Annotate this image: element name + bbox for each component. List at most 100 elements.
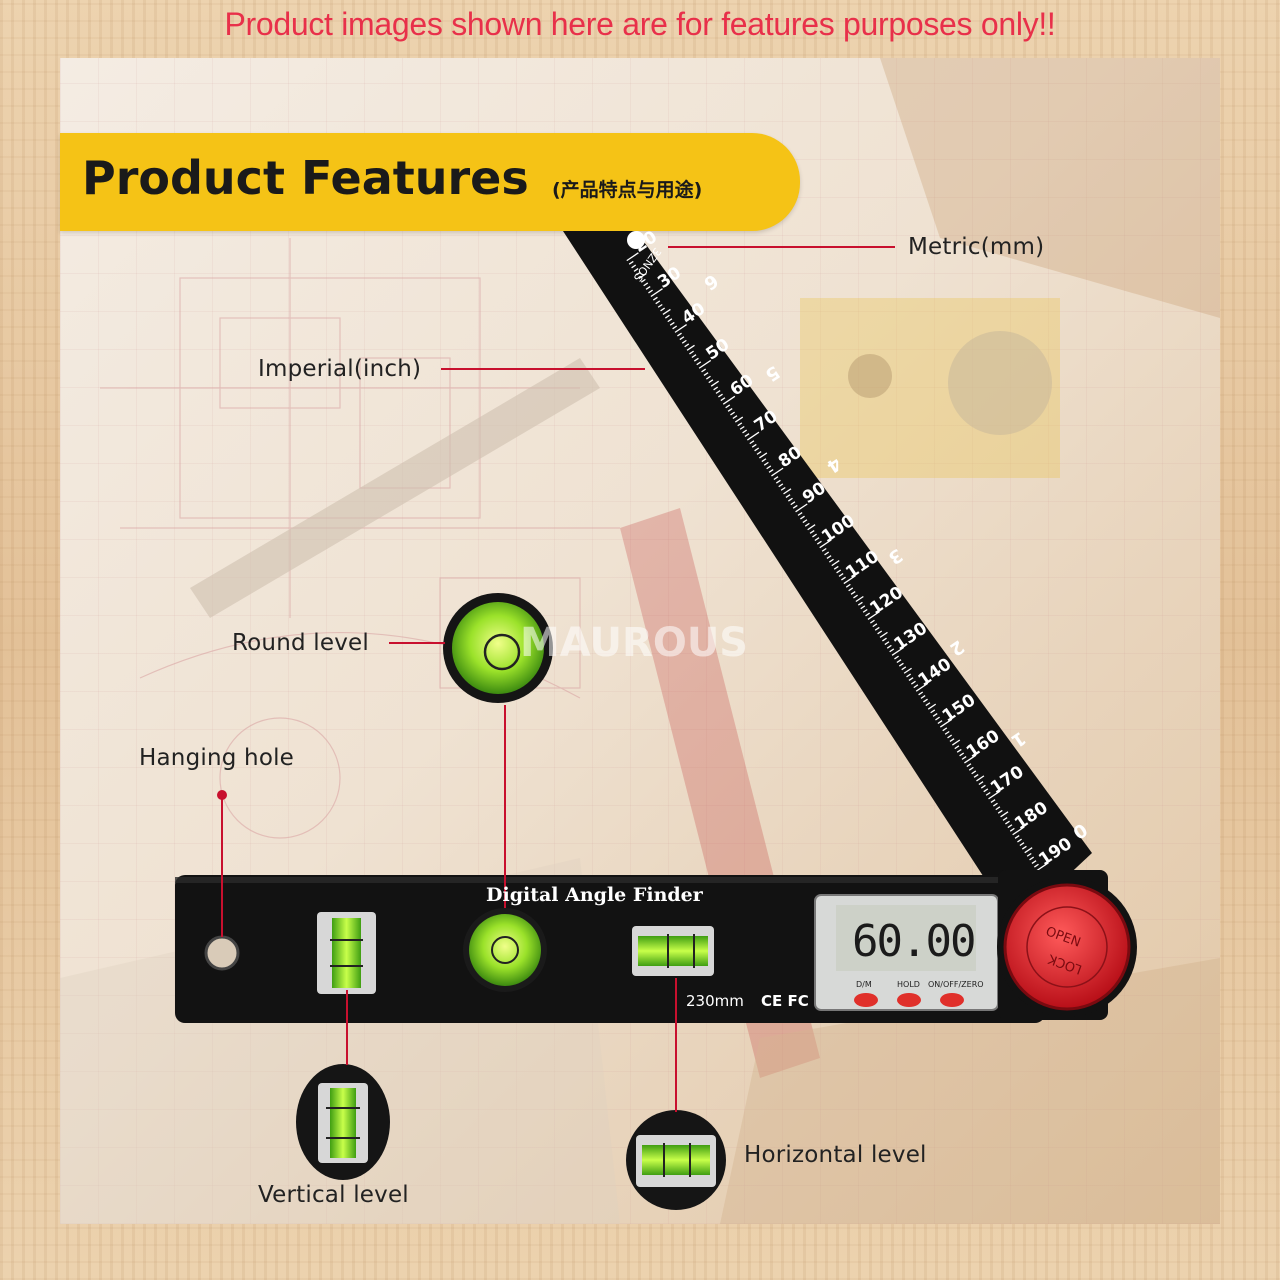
ruler-tick: [737, 422, 743, 427]
ruler-tick: [720, 397, 726, 402]
ruler-tick: [809, 529, 815, 534]
vertical-vial: [317, 912, 376, 994]
ruler-tick: [643, 282, 649, 287]
ruler-tick: [1002, 817, 1008, 821]
ruler-tick: [886, 644, 892, 649]
ruler-tick: [1029, 856, 1035, 861]
ruler-tick: [821, 547, 827, 552]
ruler-tick: [727, 407, 733, 412]
imperial-label: Imperial(inch): [258, 356, 422, 382]
horizontal-vial: [632, 926, 714, 976]
watermark: MAUROUS: [520, 620, 749, 666]
ruler-tick: [923, 698, 928, 703]
ruler-tick: [636, 271, 641, 276]
ruler-tick: [985, 791, 991, 796]
ruler-tick: [853, 594, 858, 599]
ruler-tick: [1012, 826, 1025, 836]
ruler-tick: [1017, 838, 1022, 843]
inch-scale-label: 2: [946, 635, 968, 659]
ruler-tick: [997, 809, 1003, 814]
ruler-tick: [693, 357, 699, 362]
ruler-tick: [722, 395, 736, 405]
ruler-arm: [563, 231, 1092, 925]
ruler-tick: [939, 718, 953, 728]
ruler-tick: [761, 458, 767, 463]
disclaimer-notice: Product images shown here are for featur…: [224, 6, 1056, 42]
ruler-tick: [956, 748, 962, 753]
ruler-tick: [915, 682, 929, 692]
ruler-tick: [1014, 834, 1020, 839]
ruler-tick: [877, 630, 883, 635]
inch-scale-label: 5: [761, 361, 783, 385]
ruler-tick: [816, 540, 822, 545]
ruler-tick: [732, 415, 738, 420]
ruler-tick: [648, 289, 653, 294]
tool-length: 230mm: [686, 992, 744, 1010]
ruler-tick: [713, 386, 719, 391]
ruler-tick: [869, 619, 875, 624]
button-dm-label: D/M: [856, 980, 872, 989]
ruler-tick: [775, 479, 781, 484]
ruler-tick: [966, 763, 972, 768]
ruler-tick: [980, 784, 986, 789]
ruler-tick: [768, 468, 774, 473]
ruler-tick: [759, 452, 768, 459]
inch-scale-label: 4: [823, 452, 845, 476]
ruler-tick: [778, 483, 784, 488]
ruler-tick: [626, 252, 639, 262]
ruler-tick: [804, 522, 810, 527]
ruler-tick: [841, 576, 846, 581]
ruler-tick: [773, 476, 779, 481]
ruler-tick: [679, 336, 685, 341]
round-level-zoom: [443, 593, 553, 703]
ruler-tick: [751, 443, 757, 448]
ruler-tick: [766, 465, 772, 470]
ruler-tick: [640, 278, 646, 283]
ruler-tick: [833, 565, 839, 570]
ruler-tick: [920, 695, 926, 699]
ruler-tick: [628, 260, 634, 265]
metric-label: Metric(mm): [908, 234, 1045, 260]
ruler-tick: [749, 440, 755, 445]
ruler-tick: [913, 684, 919, 689]
ruler-tick: [684, 343, 690, 348]
lcd-display: [814, 894, 999, 1011]
ruler-tick: [927, 703, 937, 710]
button-hold-label: HOLD: [897, 980, 920, 989]
ruler-tick: [951, 739, 961, 746]
ruler-tick: [898, 662, 904, 667]
ruler-tick: [652, 296, 658, 301]
ruler-tick: [669, 321, 675, 326]
ruler-tick: [795, 503, 808, 513]
vertical-level-label: Vertical level: [258, 1182, 409, 1208]
ruler-tick: [906, 673, 912, 678]
lock-knob: [997, 870, 1137, 1020]
ruler-tick: [848, 587, 854, 592]
ruler-tick: [802, 519, 808, 524]
ruler-tick: [645, 285, 651, 290]
ruler-tick: [734, 416, 744, 423]
ruler-tick: [995, 806, 1001, 811]
ruler-tick: [1021, 845, 1027, 850]
ruler-tick: [857, 601, 863, 606]
ruler-tick: [814, 537, 820, 542]
ruler-tick: [819, 539, 832, 549]
feature-panel: [60, 58, 1220, 1224]
ruler-tick: [860, 605, 866, 610]
ruler-tick: [783, 488, 792, 495]
ruler-tick: [689, 350, 694, 355]
ruler-tick: [889, 648, 895, 653]
ruler-tick: [771, 467, 784, 477]
ruler-tick: [855, 595, 864, 603]
ruler-tick: [787, 497, 793, 502]
ruler-tick: [650, 288, 663, 298]
ruler-tick: [874, 626, 880, 631]
ruler-tick: [754, 447, 760, 452]
ruler-tick: [828, 558, 834, 563]
ruler-tick: [862, 608, 868, 613]
ruler-tick: [1019, 842, 1025, 847]
horizontal-level-zoom: [626, 1110, 726, 1210]
ruler-tick: [756, 451, 762, 455]
ruler-tick: [932, 712, 938, 717]
